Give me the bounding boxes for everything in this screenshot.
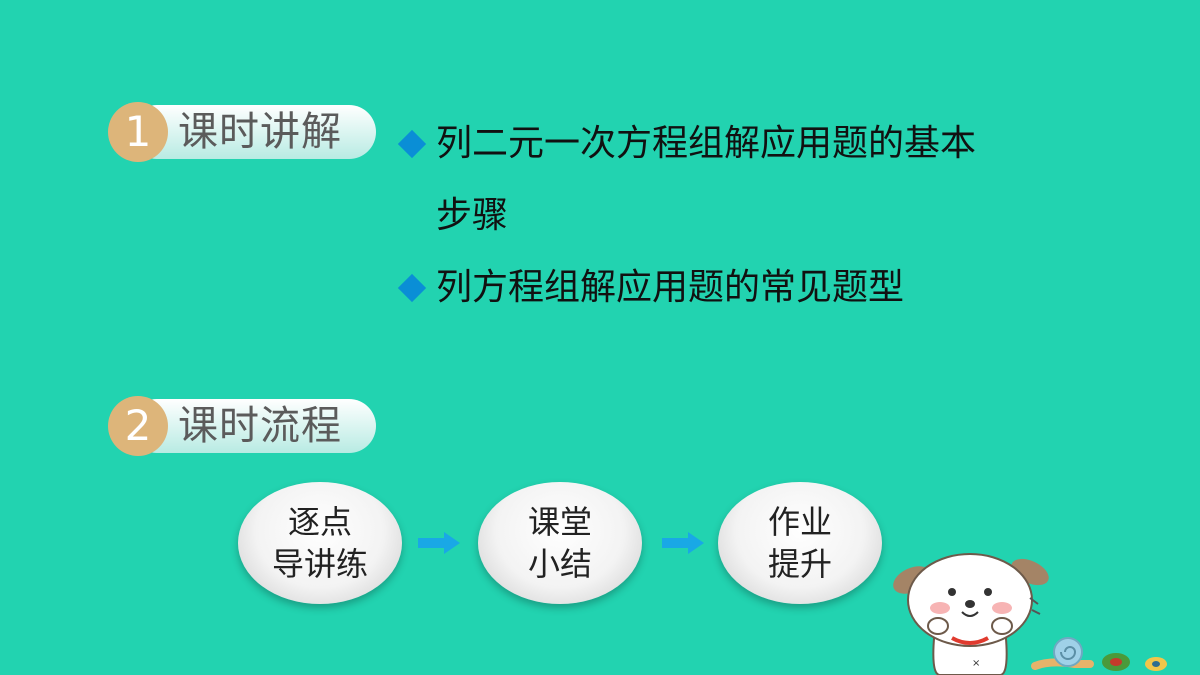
list-item: 列方程组解应用题的常见题型 bbox=[397, 252, 1058, 324]
section-number-badge: 2 bbox=[108, 396, 168, 456]
flow-step-line: 课堂 bbox=[527, 503, 592, 541]
lecture-points-list: 列二元一次方程组解应用题的基本 步骤 列方程组解应用题的常见题型 bbox=[397, 108, 1058, 324]
flow-step-line: 逐点 bbox=[287, 503, 352, 541]
flow-step-homework[interactable]: 作业 提升 bbox=[718, 482, 882, 604]
right-arrow-icon bbox=[418, 532, 460, 554]
flow-step-summary[interactable]: 课堂 小结 bbox=[478, 482, 642, 604]
right-arrow-icon bbox=[662, 532, 704, 554]
bullet-text-line: 步骤 bbox=[436, 195, 509, 236]
flow-step-line: 导讲练 bbox=[271, 545, 368, 583]
section-tag-pill bbox=[130, 399, 376, 453]
section-tag-pill bbox=[130, 105, 376, 159]
section-title: 课时讲解 bbox=[178, 109, 342, 155]
snail-icon bbox=[1031, 637, 1094, 670]
list-item: 列二元一次方程组解应用题的基本 步骤 bbox=[397, 108, 1058, 252]
section-number-badge: 1 bbox=[108, 102, 168, 162]
section-tag-process: 2 课时流程 bbox=[108, 396, 376, 456]
puppy-mascot-icon: × bbox=[893, 553, 1167, 675]
svg-text:×: × bbox=[972, 658, 980, 669]
section-tag-lecture: 1 课时讲解 bbox=[108, 102, 376, 162]
diamond-bullet-icon bbox=[397, 129, 427, 159]
flow-step-line: 提升 bbox=[767, 545, 832, 583]
flow-step-line: 作业 bbox=[767, 503, 832, 541]
bullet-text-line: 列方程组解应用题的常见题型 bbox=[436, 267, 905, 308]
diamond-bullet-icon bbox=[397, 273, 427, 303]
section-title: 课时流程 bbox=[178, 403, 342, 449]
flow-step-line: 小结 bbox=[527, 545, 592, 583]
flow-step-practice[interactable]: 逐点 导讲练 bbox=[238, 482, 402, 604]
bullet-text-line: 列二元一次方程组解应用题的基本 bbox=[436, 123, 977, 164]
